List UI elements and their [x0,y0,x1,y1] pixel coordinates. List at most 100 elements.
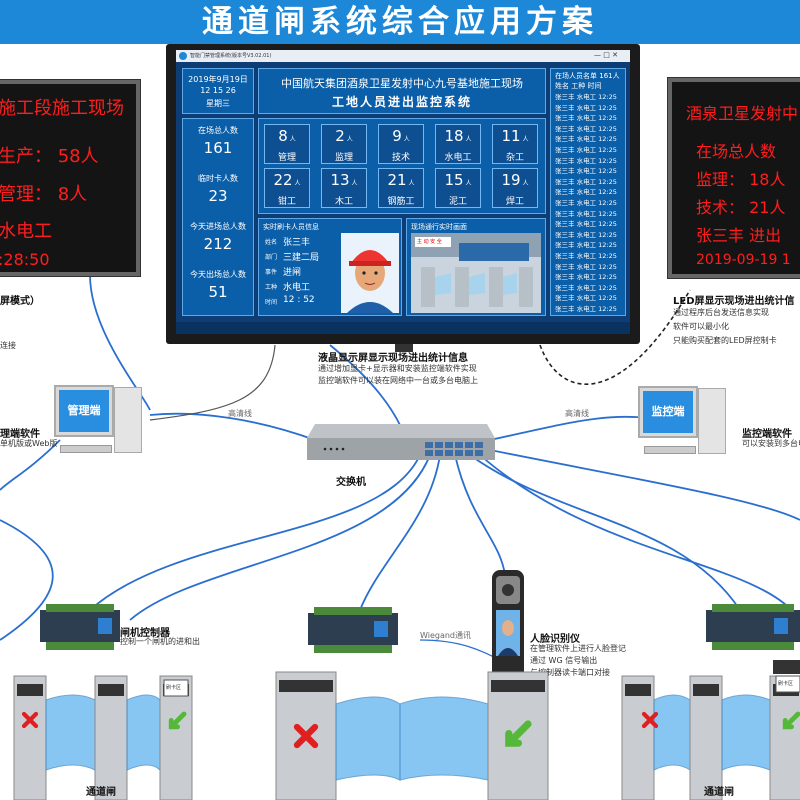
pc-right-sub: 可以安装到多台电 [742,439,800,448]
trade-count: 11 人 [501,127,529,145]
roster-row: 张三丰 水电工 12:25 [555,93,617,101]
trade-count: 9 人 [392,127,410,145]
trade-count: 8 人 [278,127,296,145]
controller-sub: 控制一个闸机的进和出 [120,637,200,646]
wiegand-label: Wiegand通讯 [420,631,472,640]
monitor-caption-line: 监控端软件可以装在网络中一台或多台电脑上 [318,376,478,385]
led-left-line: :28:50 [0,250,50,269]
trade-name: 管理 [277,153,296,163]
date-text: 2019年9月19日 [188,75,248,84]
led-right-line: 技术： 21人 [696,198,786,217]
led-left-caption-line: 连接 [0,341,16,350]
gate-left-wing-b [126,694,161,772]
cable-led-left [89,274,151,411]
face-reader-small-icon [773,660,800,674]
gate-left-pillar-a [13,675,47,800]
gate-center-pillar-b-top-display [491,680,545,692]
gate-label: 通道闸 [704,787,734,798]
roster-row: 张三丰 水电工 12:25 [555,283,617,292]
card-reader-icon [163,679,189,697]
led-right-line: 2019-09-19 1 [696,252,791,268]
gate-right-pillar-b [689,675,723,800]
network-switch [307,424,495,460]
roster-row: 张三丰 水电工 12:25 [555,294,617,303]
stop-x-icon [641,711,659,729]
gate-right-wing-b [721,694,771,771]
gate-right-pillar-c [769,675,800,800]
trade-count: 2 人 [335,127,353,145]
gate-center-wing-a [335,696,401,781]
trade-name: 钳工 [277,197,296,207]
led-right-caption-line: 软件可以最小化 [673,322,729,331]
time-text: 12 15 26 [200,86,236,95]
pc-monitoring: 监控端 [638,386,738,476]
go-arrow-icon [782,711,800,730]
face-device-line: 与控制器读卡端口对接 [530,668,610,677]
card-reader-label: 刷卡区 [778,681,794,687]
trade-counter: 11 人杂工 [492,124,538,164]
trade-counter: 19 人焊工 [492,168,538,208]
swipe-field-value: 三建二局 [283,253,320,263]
trade-name: 泥工 [448,197,467,207]
cable-gate-right-b [479,454,800,621]
trade-name: 水电工 [444,153,472,163]
cable-pc-left-out [0,439,61,491]
window-controls-icon[interactable]: — □ ✕ [594,51,618,59]
weekday-text: 星期三 [206,99,230,108]
roster-row: 张三丰 水电工 12:25 [555,188,617,197]
roster-row: 张三丰 水电工 12:25 [555,103,617,112]
trade-counter: 8 人管理 [264,124,310,164]
switch-label: 交换机 [336,477,366,488]
roster-row: 张三丰 水电工 12:25 [555,167,617,176]
trade-count: 15 人 [444,171,472,189]
roster-row: 张三丰 水电工 12:25 [555,146,617,154]
cable-gate-left-b [129,454,431,621]
trade-count: 21 人 [387,171,415,189]
roster-row: 张三丰 水电工 12:25 [555,199,617,207]
led-right-caption-line: 通过程序后台发送信息实现 [673,308,769,317]
roster-row: 张三丰 水电工 12:25 [555,135,617,144]
face-device-line: 在管理软件上进行人脸登记 [530,644,626,653]
roster-row: 张三丰 水电工 12:25 [555,262,617,271]
pc-left-keyboard [60,445,112,453]
monitor-screen: 智能门禁管理系统(版本号V3.02.01) — □ ✕ 2019年9月19日 1… [176,50,630,334]
trade-name: 监理 [334,153,353,163]
swipe-field-value: 张三丰 [283,238,311,248]
swipe-field-key: 事件 [265,269,278,276]
pc-left-sub: 单机版或Web版 [0,439,58,448]
cable-gate-center [359,454,441,611]
roster-row: 张三丰 水电工 12:25 [555,177,617,186]
swipe-field-key: 工种 [265,284,278,291]
gate-controller-right [706,604,800,650]
stat-label: 今天进场总人数 [190,222,246,231]
roster-header: 姓名 工种 时间 [555,82,602,90]
trade-unit: 人 [287,136,296,143]
controller-title: 闸机控制器 [120,628,170,639]
trade-unit: 人 [520,180,529,187]
gate-left-pillar-c [159,675,193,800]
swipe-field-key: 姓名 [265,239,278,246]
roster-title: 在场人员名单 161人 [555,72,620,80]
trade-unit: 人 [344,136,353,143]
led-screen-right: 酒泉卫星发射中 在场总人数 监理： 18人 技术： 21人 张三丰 进出 201… [668,78,800,278]
led-left-line: 施工段施工现场 [0,98,124,119]
trade-unit: 人 [401,136,410,143]
cable-switch-pc-left [149,412,316,441]
roster-row: 张三丰 水电工 12:25 [555,156,617,165]
card-reader-label: 刷卡区 [166,685,182,691]
led-right-line: 张三丰 进出 [696,226,782,245]
header-line2: 工地人员进出监控系统 [331,95,472,109]
led-left-line: 生产： 58人 [0,146,99,167]
roster-row: 张三丰 水电工 12:25 [555,209,617,218]
trade-count: 19 人 [501,171,529,189]
pc-right-tower [698,388,726,454]
trade-count: 18 人 [444,127,472,145]
pc-management: 管理端 [54,385,154,475]
page-title: 通道闸系统综合应用方案 [202,4,598,40]
trade-unit: 人 [463,136,472,143]
pc-left-title: 理端软件 [0,429,40,440]
monitor-caption-title: 液晶显示屏显示现场进出统计信息 [318,353,468,364]
face-device-title: 人脸识别仪 [530,634,580,645]
swipe-title: 实时刷卡人员信息 [263,223,319,231]
gate-right-pillar-b-top-display [693,684,719,696]
